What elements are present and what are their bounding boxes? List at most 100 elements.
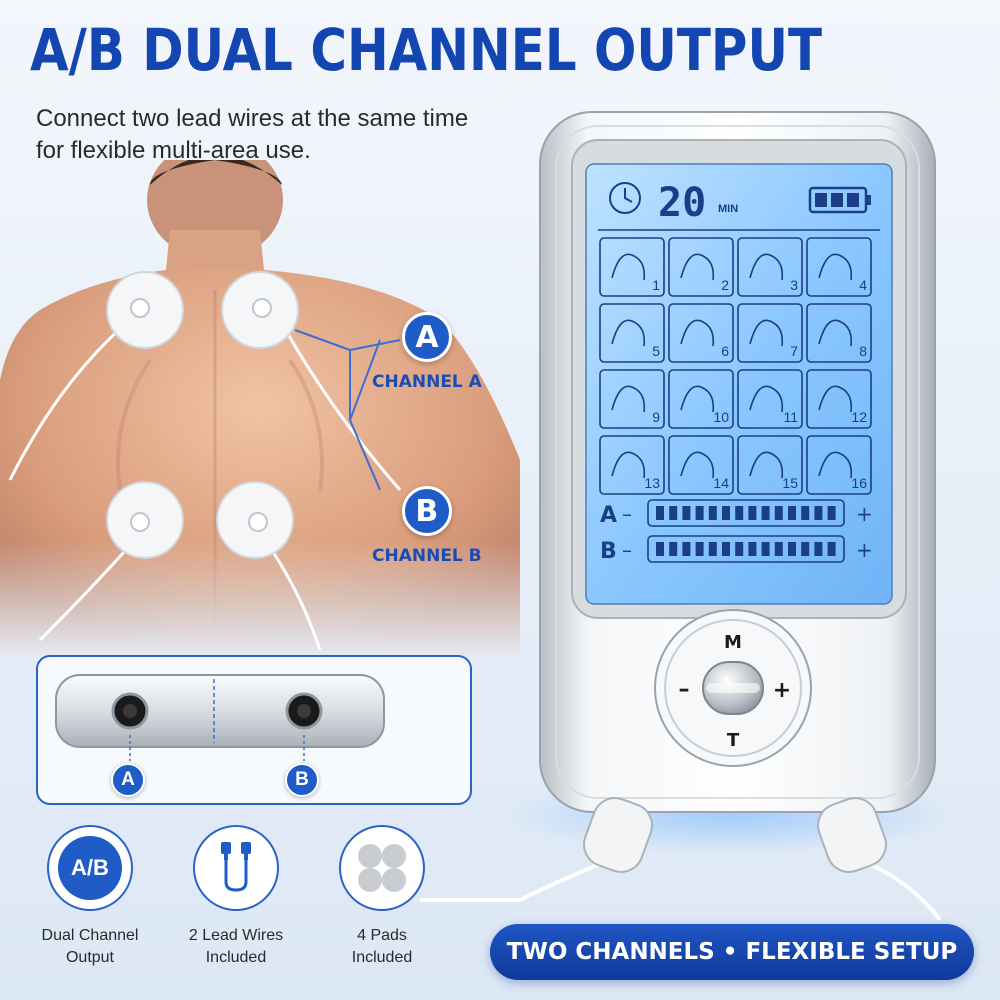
intensity-segment xyxy=(774,542,783,556)
mode-tile: 16 xyxy=(806,435,872,495)
timer-unit: MIN xyxy=(718,203,738,215)
mode-number: 11 xyxy=(783,409,798,425)
intensity-minus: – xyxy=(622,502,632,526)
intensity-segment xyxy=(827,506,836,520)
lead-plug-b xyxy=(817,797,887,873)
ab-badge: A/B xyxy=(58,836,122,900)
timer-button[interactable]: T xyxy=(727,730,740,751)
mode-number: 8 xyxy=(859,343,867,359)
intensity-plus: + xyxy=(856,502,873,526)
subtitle-line-1: Connect two lead wires at the same time xyxy=(36,105,469,132)
intensity-segment xyxy=(761,506,770,520)
massage-pictogram-icon xyxy=(611,451,646,479)
feature-label: 4 Pads Included xyxy=(352,925,413,969)
mode-number: 2 xyxy=(721,277,729,293)
page-title: A/B DUAL CHANNEL OUTPUT xyxy=(30,16,823,84)
feature-label-line: Dual Channel xyxy=(41,927,139,944)
intensity-segment xyxy=(748,506,757,520)
lead-plug-a xyxy=(583,797,653,873)
intensity-segment xyxy=(788,506,796,520)
increase-button[interactable]: + xyxy=(773,678,791,703)
lead-wire-icon xyxy=(193,825,279,911)
decrease-button[interactable]: – xyxy=(679,677,690,702)
massage-pictogram-icon xyxy=(818,385,853,413)
feature-dual-channel: A/B Dual Channel Output xyxy=(20,825,160,969)
intensity-segment xyxy=(682,542,691,556)
feature-label: Dual Channel Output xyxy=(42,925,139,969)
intensity-segment xyxy=(761,542,770,556)
intensity-segment xyxy=(669,542,678,556)
massage-pictogram-icon xyxy=(611,319,646,347)
control-dial[interactable] xyxy=(702,661,764,715)
mode-tile: 14 xyxy=(668,435,734,495)
mode-tile: 4 xyxy=(806,237,872,297)
feature-label: 2 Lead Wires Included xyxy=(189,925,283,969)
battery-icon xyxy=(808,186,871,214)
battery-bar xyxy=(847,193,859,207)
channel-a-label: CHANNEL A xyxy=(372,372,482,392)
intensity-segment xyxy=(814,506,823,520)
battery-bar xyxy=(831,193,843,207)
mode-tile: 10 xyxy=(668,369,734,429)
ab-icon: A/B xyxy=(47,825,133,911)
mode-number: 6 xyxy=(721,343,729,359)
feature-lead-wires: 2 Lead Wires Included xyxy=(166,825,306,969)
intensity-segment xyxy=(669,506,678,520)
intensity-segment xyxy=(695,542,704,556)
mode-number: 14 xyxy=(713,475,729,491)
intensity-segment xyxy=(695,506,704,520)
clock-icon xyxy=(609,182,641,214)
massage-pictogram-icon xyxy=(680,319,715,347)
intensity-segment xyxy=(735,542,744,556)
back-illustration xyxy=(0,160,520,660)
intensity-segment xyxy=(827,542,836,556)
mode-number: 7 xyxy=(790,343,798,359)
electrode-pad xyxy=(106,481,184,559)
mode-number: 15 xyxy=(782,475,798,491)
massage-pictogram-icon xyxy=(749,319,784,347)
page-subtitle: Connect two lead wires at the same time … xyxy=(36,103,468,167)
channel-b-badge: B xyxy=(401,486,452,536)
electrode-pad xyxy=(221,271,299,349)
mode-tile: 7 xyxy=(737,303,803,363)
mode-number: 1 xyxy=(652,277,660,293)
massage-pictogram-icon xyxy=(611,253,646,281)
massage-pictogram-icon xyxy=(680,385,715,413)
intensity-segment xyxy=(656,506,664,520)
intensity-segment xyxy=(656,542,664,556)
channel-a-callout: A CHANNEL A xyxy=(372,312,482,392)
bottom-banner: TWO CHANNELS • FLEXIBLE SETUP xyxy=(490,924,974,980)
massage-pictogram-icon xyxy=(680,253,715,281)
massage-pictogram-icon xyxy=(818,451,853,479)
mode-number: 5 xyxy=(652,343,660,359)
intensity-segment xyxy=(801,542,810,556)
intensity-meters: A–+B–+ xyxy=(600,499,873,564)
mode-tile: 2 xyxy=(668,237,734,297)
mode-number: 3 xyxy=(790,277,798,293)
massage-pictogram-icon xyxy=(611,385,646,413)
pads-icon xyxy=(339,825,425,911)
mode-tile: 6 xyxy=(668,303,734,363)
mode-number: 16 xyxy=(851,475,867,491)
channel-a-badge: A xyxy=(401,312,452,362)
port-a-badge: A xyxy=(111,763,145,797)
intensity-minus: – xyxy=(622,538,632,562)
feature-label-line: Output xyxy=(65,949,114,966)
mode-tile: 3 xyxy=(737,237,803,297)
timer-value: 20 xyxy=(658,180,706,226)
massage-pictogram-icon xyxy=(818,253,853,281)
mode-tile: 12 xyxy=(806,369,872,429)
intensity-segment xyxy=(722,506,730,520)
mode-number: 4 xyxy=(859,277,867,293)
intensity-segment xyxy=(788,542,796,556)
intensity-segment xyxy=(682,506,691,520)
channel-b-label: CHANNEL B xyxy=(372,546,482,566)
intensity-segment xyxy=(801,506,810,520)
intensity-segment xyxy=(774,506,783,520)
mode-button[interactable]: M xyxy=(724,632,742,653)
intensity-segment xyxy=(708,542,717,556)
feature-label-line: Included xyxy=(205,949,267,966)
mode-tile: 8 xyxy=(806,303,872,363)
